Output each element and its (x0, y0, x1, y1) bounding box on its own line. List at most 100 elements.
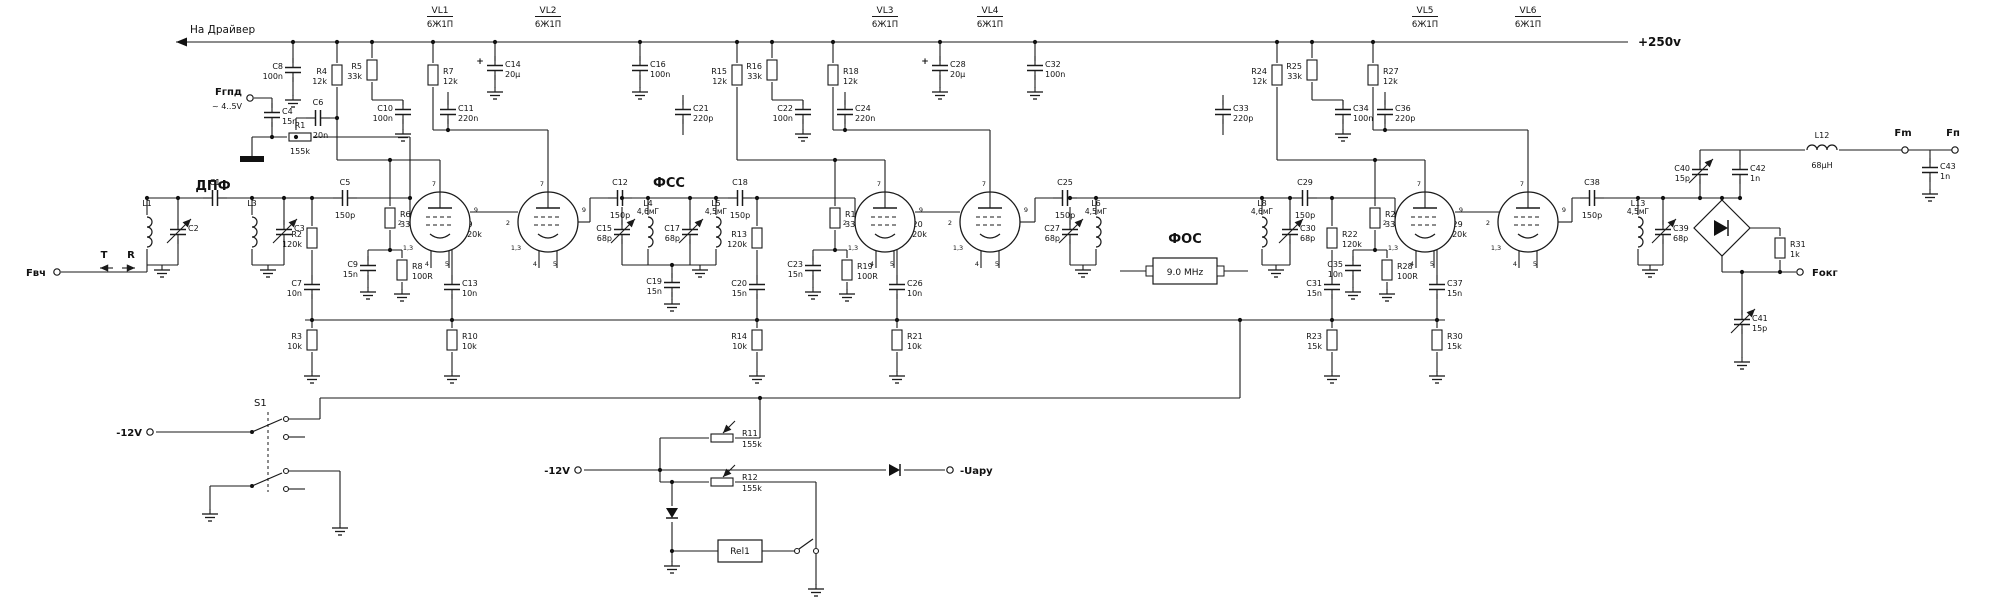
component-ref: C27 (1044, 224, 1060, 233)
terminal (1951, 146, 1959, 154)
relay-label: Rel1 (730, 547, 750, 557)
component-val: 15n (788, 270, 803, 279)
component-ref: R7 (443, 67, 454, 76)
component-ref: R16 (746, 62, 762, 71)
ground-icon (1075, 265, 1091, 278)
component-val: 4,5мГ (1627, 207, 1650, 216)
ground-icon (202, 509, 218, 522)
tube-pin: 9 (1024, 206, 1028, 214)
component-val: 150p (335, 211, 355, 220)
ground-icon (487, 87, 503, 100)
label-r: R (127, 250, 135, 261)
tube-type: 6Ж1П (977, 20, 1003, 30)
component-C2: C2 (166, 218, 199, 244)
component-val: 33k (845, 220, 860, 229)
tube-pin: 7 (982, 180, 986, 188)
component-val: 4,5мГ (1085, 207, 1108, 216)
component-val: 220n (855, 114, 875, 123)
component-ref: C41 (1752, 314, 1768, 323)
component-val: 10k (907, 342, 922, 351)
component-val: 100n (263, 72, 283, 81)
ground-icon (360, 287, 376, 300)
component-ref: R2 (291, 230, 302, 239)
component-ref: C36 (1395, 104, 1411, 113)
component-val: 10n (1328, 270, 1343, 279)
terminal (1796, 268, 1804, 276)
component-ref: R1 (295, 121, 306, 130)
component-val: 120k (282, 240, 302, 249)
tube-pin: 5 (553, 260, 557, 268)
component-ref: R31 (1790, 240, 1806, 249)
tube-pin: 4 (870, 260, 874, 268)
component-C1: C1 (203, 178, 227, 207)
ground-icon (395, 129, 411, 142)
tube-type: 6Ж1П (535, 20, 561, 30)
tube-pin: 7 (432, 180, 436, 188)
tube-label: VL3 (877, 6, 894, 16)
component-val: 12k (443, 77, 458, 86)
component-ref: C38 (1584, 178, 1600, 187)
ground-icon (1922, 189, 1938, 202)
component-ref: C28 (950, 60, 966, 69)
component-val: 15p (1675, 174, 1690, 183)
component-ref: R8 (412, 262, 423, 271)
tube-pin: 2 (843, 219, 847, 227)
tube-pin: 5 (445, 260, 449, 268)
component-val: 10n (907, 289, 922, 298)
component-val: 10k (287, 342, 302, 351)
tube-pin: 2 (1383, 219, 1387, 227)
component-ref: C18 (732, 178, 748, 187)
component-val: 20µ (950, 70, 965, 79)
component-val: 15n (647, 287, 662, 296)
component-ref: R26 (1385, 210, 1401, 219)
ground-icon (1324, 371, 1340, 384)
component-ref: C12 (612, 178, 628, 187)
component-val: 15p (1752, 324, 1767, 333)
component-ref: C7 (291, 279, 302, 288)
component-val: 100R (412, 272, 433, 281)
label-driver: На Драйвер (190, 24, 255, 36)
ground-icon (332, 523, 348, 536)
component-val: 1k (1790, 250, 1800, 259)
component-ref: R6 (400, 210, 411, 219)
component-ref: C1 (210, 178, 221, 187)
component-ref: R12 (742, 473, 758, 482)
component-ref: C8 (272, 62, 283, 71)
component-ref: R4 (316, 67, 327, 76)
ground-icon (1642, 265, 1658, 278)
label-neg12a: -12V (116, 428, 142, 439)
component-L8: L84,6мГ (1251, 199, 1273, 249)
component-ref: C31 (1306, 279, 1322, 288)
component-val: 100n (373, 114, 393, 123)
tube-pin: 1,3 (403, 244, 413, 252)
component-ref: C11 (458, 104, 474, 113)
component-ref: L4 (643, 199, 653, 208)
label-neg12b: -12V (544, 466, 570, 477)
component-val: 100n (650, 70, 670, 79)
component-ref: L8 (1257, 199, 1267, 208)
ground-icon (692, 265, 708, 278)
component-ref: C13 (462, 279, 478, 288)
component-val: 10n (462, 289, 477, 298)
component-val: 155k (742, 484, 762, 493)
